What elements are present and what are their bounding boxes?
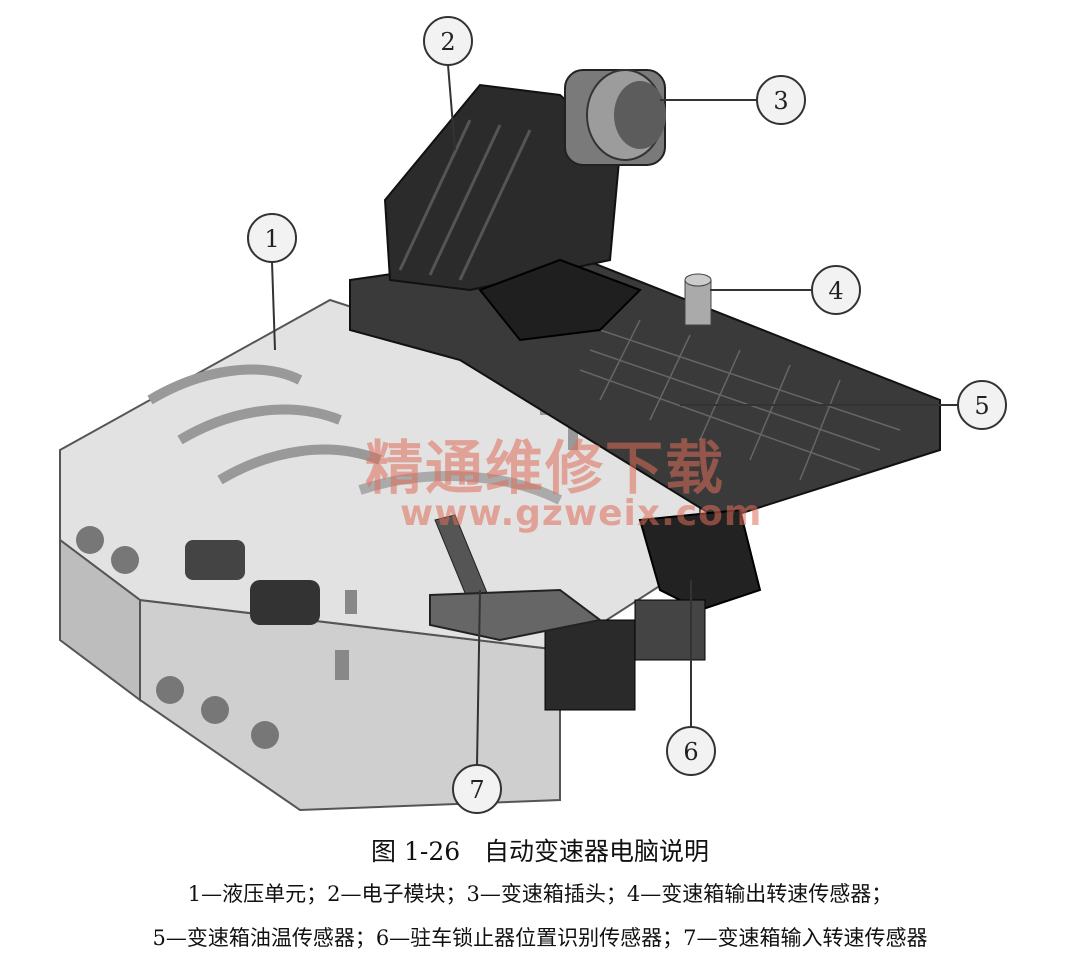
callout-2: 2 [423, 16, 473, 66]
transmission-plug-drawing [564, 69, 666, 166]
callout-7: 7 [452, 764, 502, 814]
figure-illustration: 精通维修下载 www.gzweix.com 1 2 3 4 [59, 16, 1007, 814]
svg-text:4: 4 [828, 277, 843, 305]
svg-text:5: 5 [974, 392, 989, 420]
legend-line-1: 1—液压单元；2—电子模块；3—变速箱插头；4—变速箱输出转速传感器； [187, 882, 893, 906]
callout-6: 6 [666, 726, 716, 776]
svg-text:2: 2 [440, 28, 455, 56]
electronic-module-drawing [349, 83, 941, 522]
svg-text:1: 1 [264, 225, 279, 253]
svg-text:6: 6 [683, 738, 698, 766]
svg-text:3: 3 [773, 87, 788, 115]
input-speed-sensor-drawing [429, 514, 603, 642]
transmission-control-unit-drawing: 精通维修下载 www.gzweix.com 1 2 3 4 [59, 16, 1007, 814]
legend-line-2: 5—变速箱油温传感器；6—驻车锁止器位置识别传感器；7—变速箱输入转速传感器 [152, 926, 928, 950]
callout-4: 4 [811, 265, 861, 315]
svg-text:7: 7 [469, 776, 484, 804]
park-lock-sensor-drawing [544, 508, 762, 711]
watermark-url: www.gzweix.com [400, 493, 762, 534]
watermark-chinese: 精通维修下载 [365, 434, 725, 502]
figure-caption-title: 图 1-26 自动变速器电脑说明 [371, 837, 709, 866]
callout-3: 3 [756, 75, 806, 125]
callout-5: 5 [957, 380, 1007, 430]
callout-leader-lines [271, 64, 958, 766]
callout-1: 1 [247, 213, 297, 263]
